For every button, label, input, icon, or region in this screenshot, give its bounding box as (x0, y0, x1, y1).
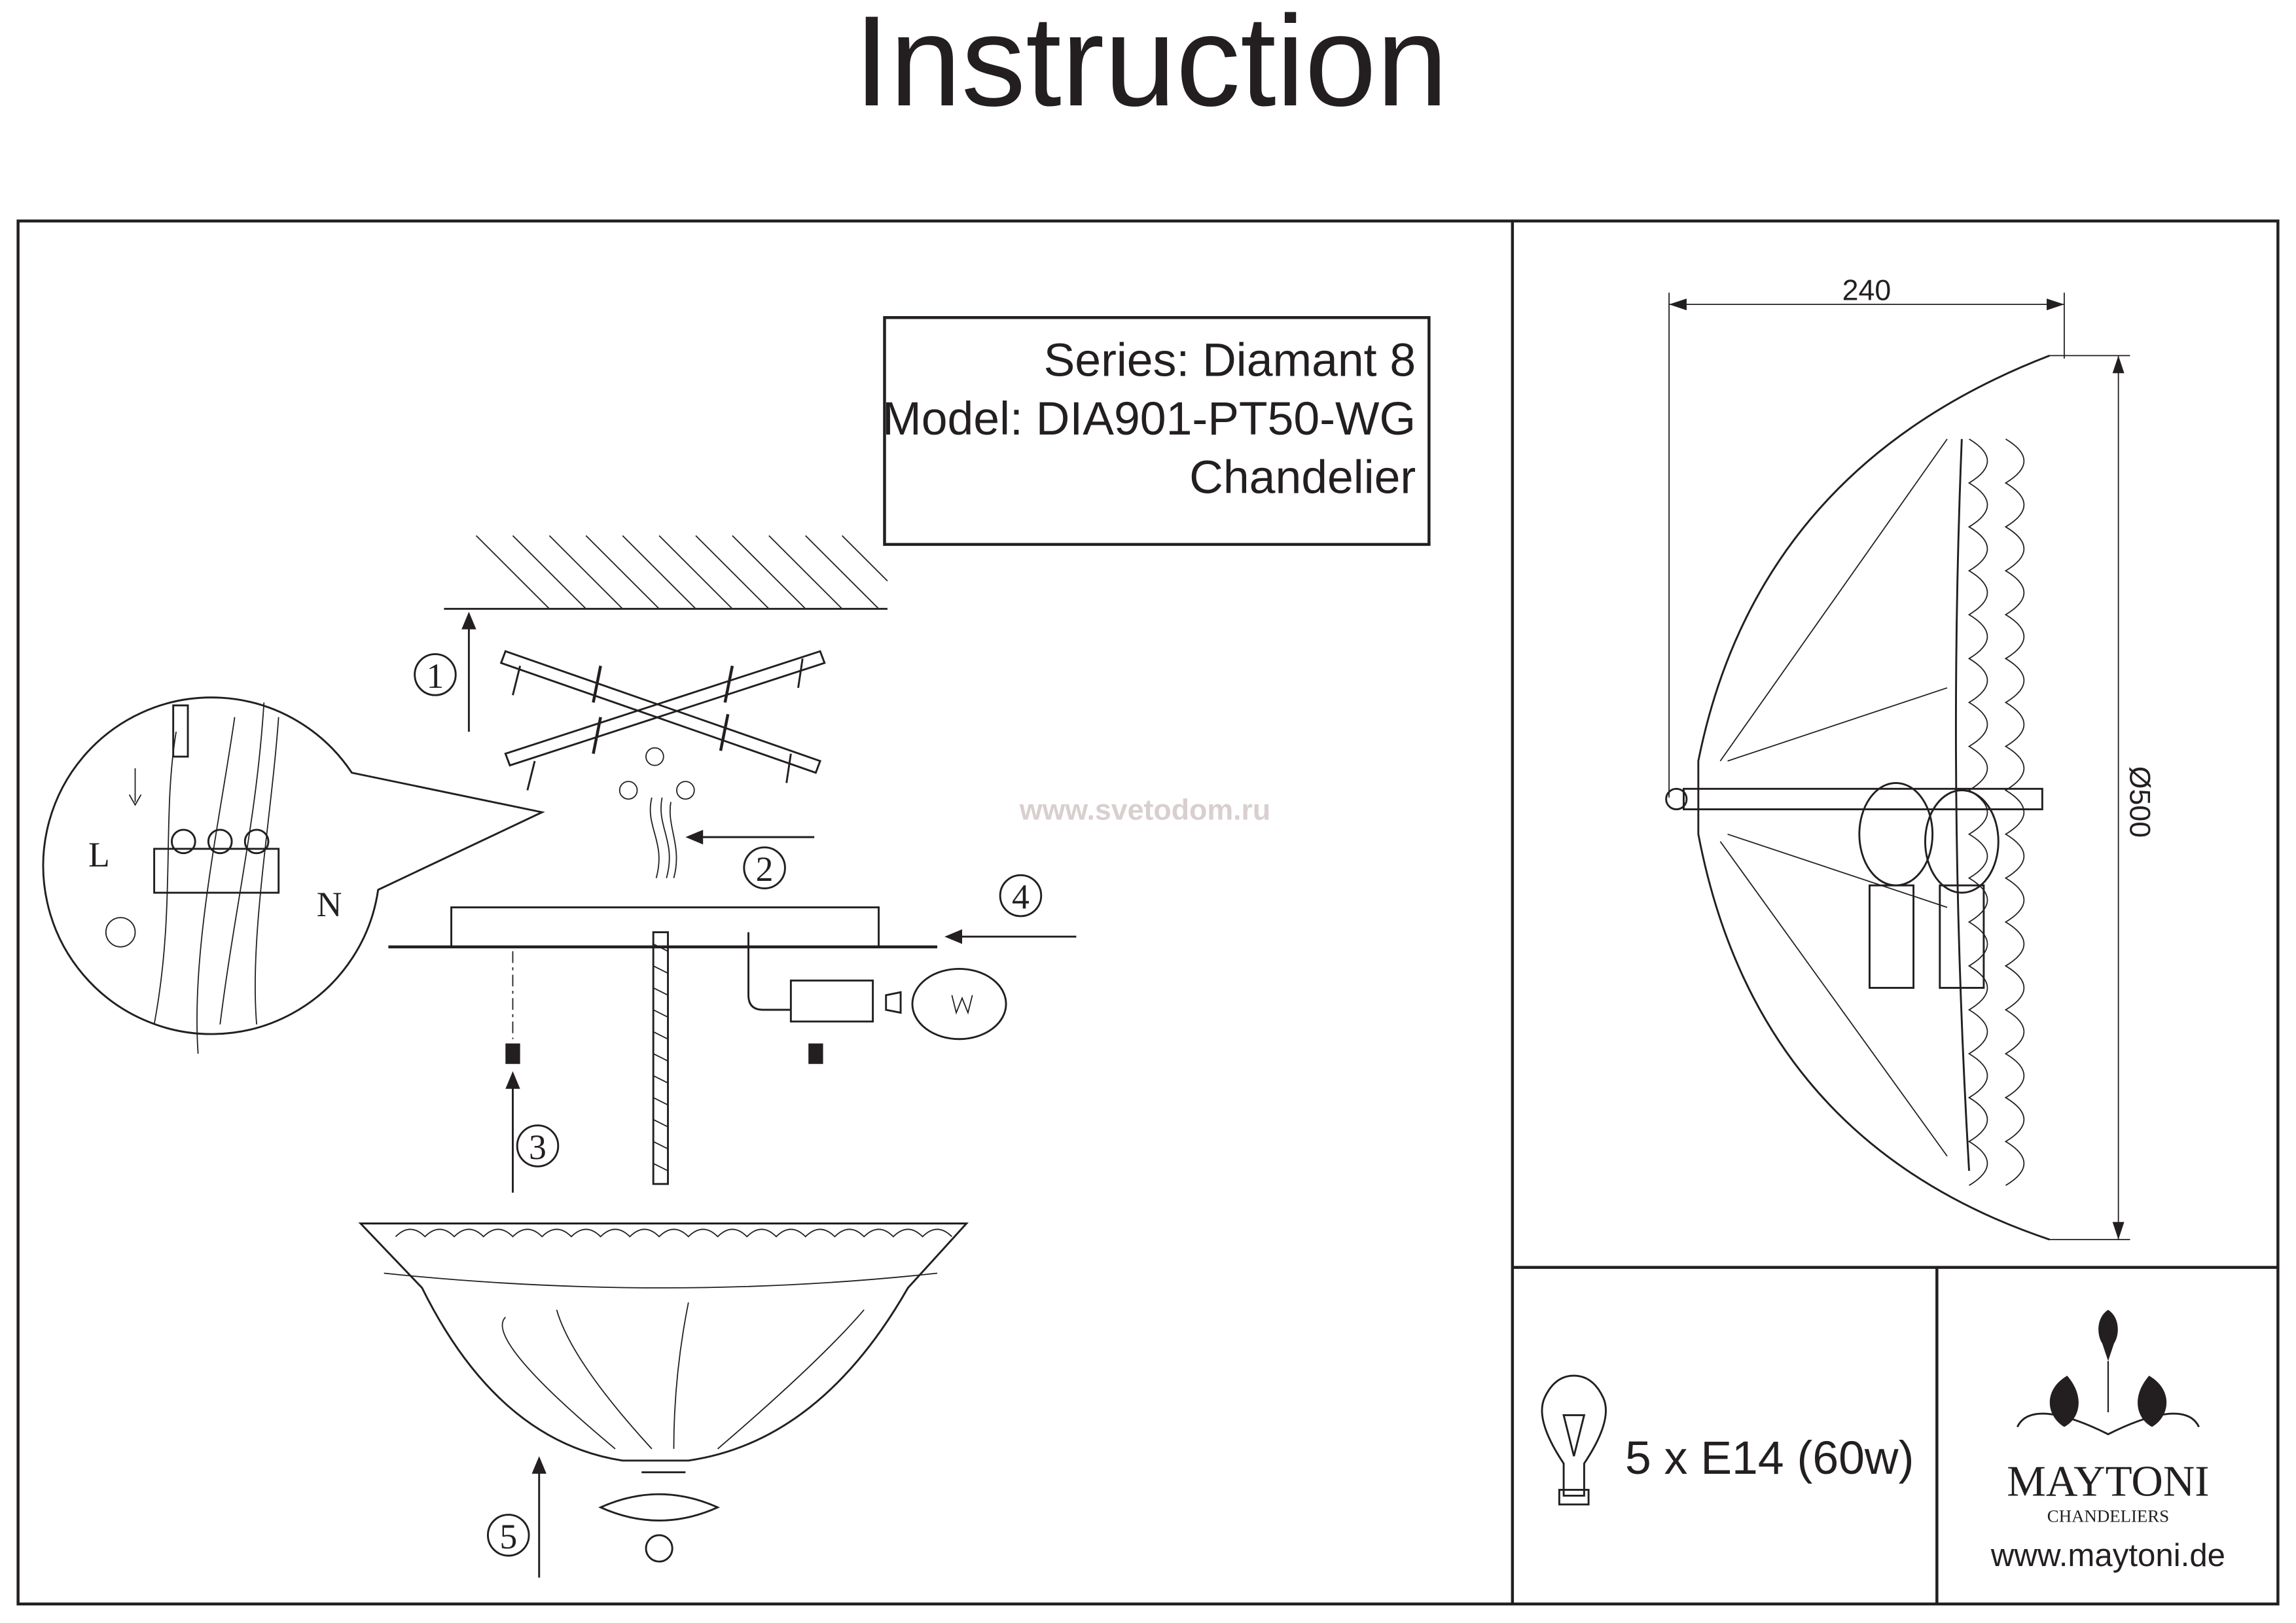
watermark: www.svetodom.ru (1019, 794, 1270, 826)
frame (16, 219, 2280, 1606)
mounting-bracket-illustration (461, 611, 826, 791)
brand-tagline: CHANDELIERS (2047, 1507, 2169, 1526)
height-dimension: 240 (1842, 274, 1892, 306)
step-1-label: 1 (427, 656, 444, 696)
step-markers: 1 2 3 4 5 (414, 653, 1043, 1557)
maytoni-logo-icon (2017, 1310, 2200, 1436)
step-4-label: 4 (1012, 878, 1030, 917)
wiring-detail-illustration (42, 696, 545, 1054)
step-5-label: 5 (499, 1517, 517, 1556)
series-label: Series: Diamant 8 (1044, 334, 1416, 387)
step-2-label: 2 (756, 849, 774, 889)
bulb-icon (1541, 1374, 1607, 1506)
ceiling-illustration (444, 535, 888, 610)
neutral-wire-label: N (317, 885, 342, 924)
glass-bowl-illustration (358, 1222, 969, 1578)
canopy-illustration (388, 747, 1077, 1193)
product-type-label: Chandelier (1189, 452, 1416, 504)
page-title: Instruction (854, 0, 1448, 133)
step-3-label: 3 (529, 1128, 547, 1167)
model-label: Model: DIA901-PT50-WG (882, 393, 1416, 445)
brand-name: MAYTONI (2007, 1456, 2209, 1505)
info-box: Series: Diamant 8 Model: DIA901-PT50-WG … (882, 316, 1431, 546)
side-view-illustration (1665, 293, 2130, 1241)
live-wire-label: L (88, 835, 110, 874)
brand-website-link[interactable]: www.maytoni.de (1990, 1537, 2225, 1573)
diameter-dimension: Ø500 (2124, 766, 2156, 838)
bulb-spec: 5 x E14 (60w) (1625, 1432, 1914, 1484)
